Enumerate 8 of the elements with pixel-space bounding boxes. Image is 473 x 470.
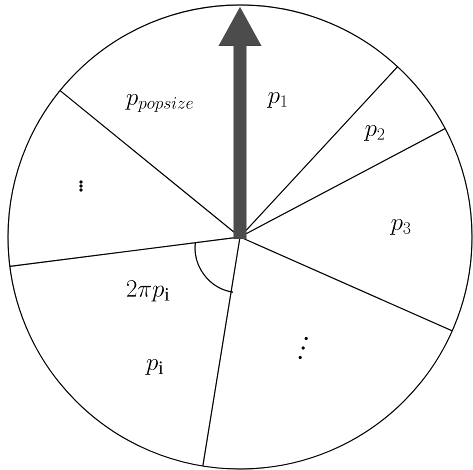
sector-label: $p_\mathrm{i}$ <box>145 358 164 375</box>
ellipsis: $\vdots$ <box>79 180 83 192</box>
sector-label: $p_2$ <box>364 124 384 141</box>
ellipsis: $\rotatebox{90}{$\ddots$}$ <box>298 336 308 360</box>
sector-label: $p_3$ <box>390 218 410 235</box>
sector-label: $p_{popsize}$ <box>125 94 193 112</box>
angle-label: $2\pi p_\mathrm{i}$ <box>126 280 170 302</box>
sector-label: $p_1$ <box>266 92 287 108</box>
